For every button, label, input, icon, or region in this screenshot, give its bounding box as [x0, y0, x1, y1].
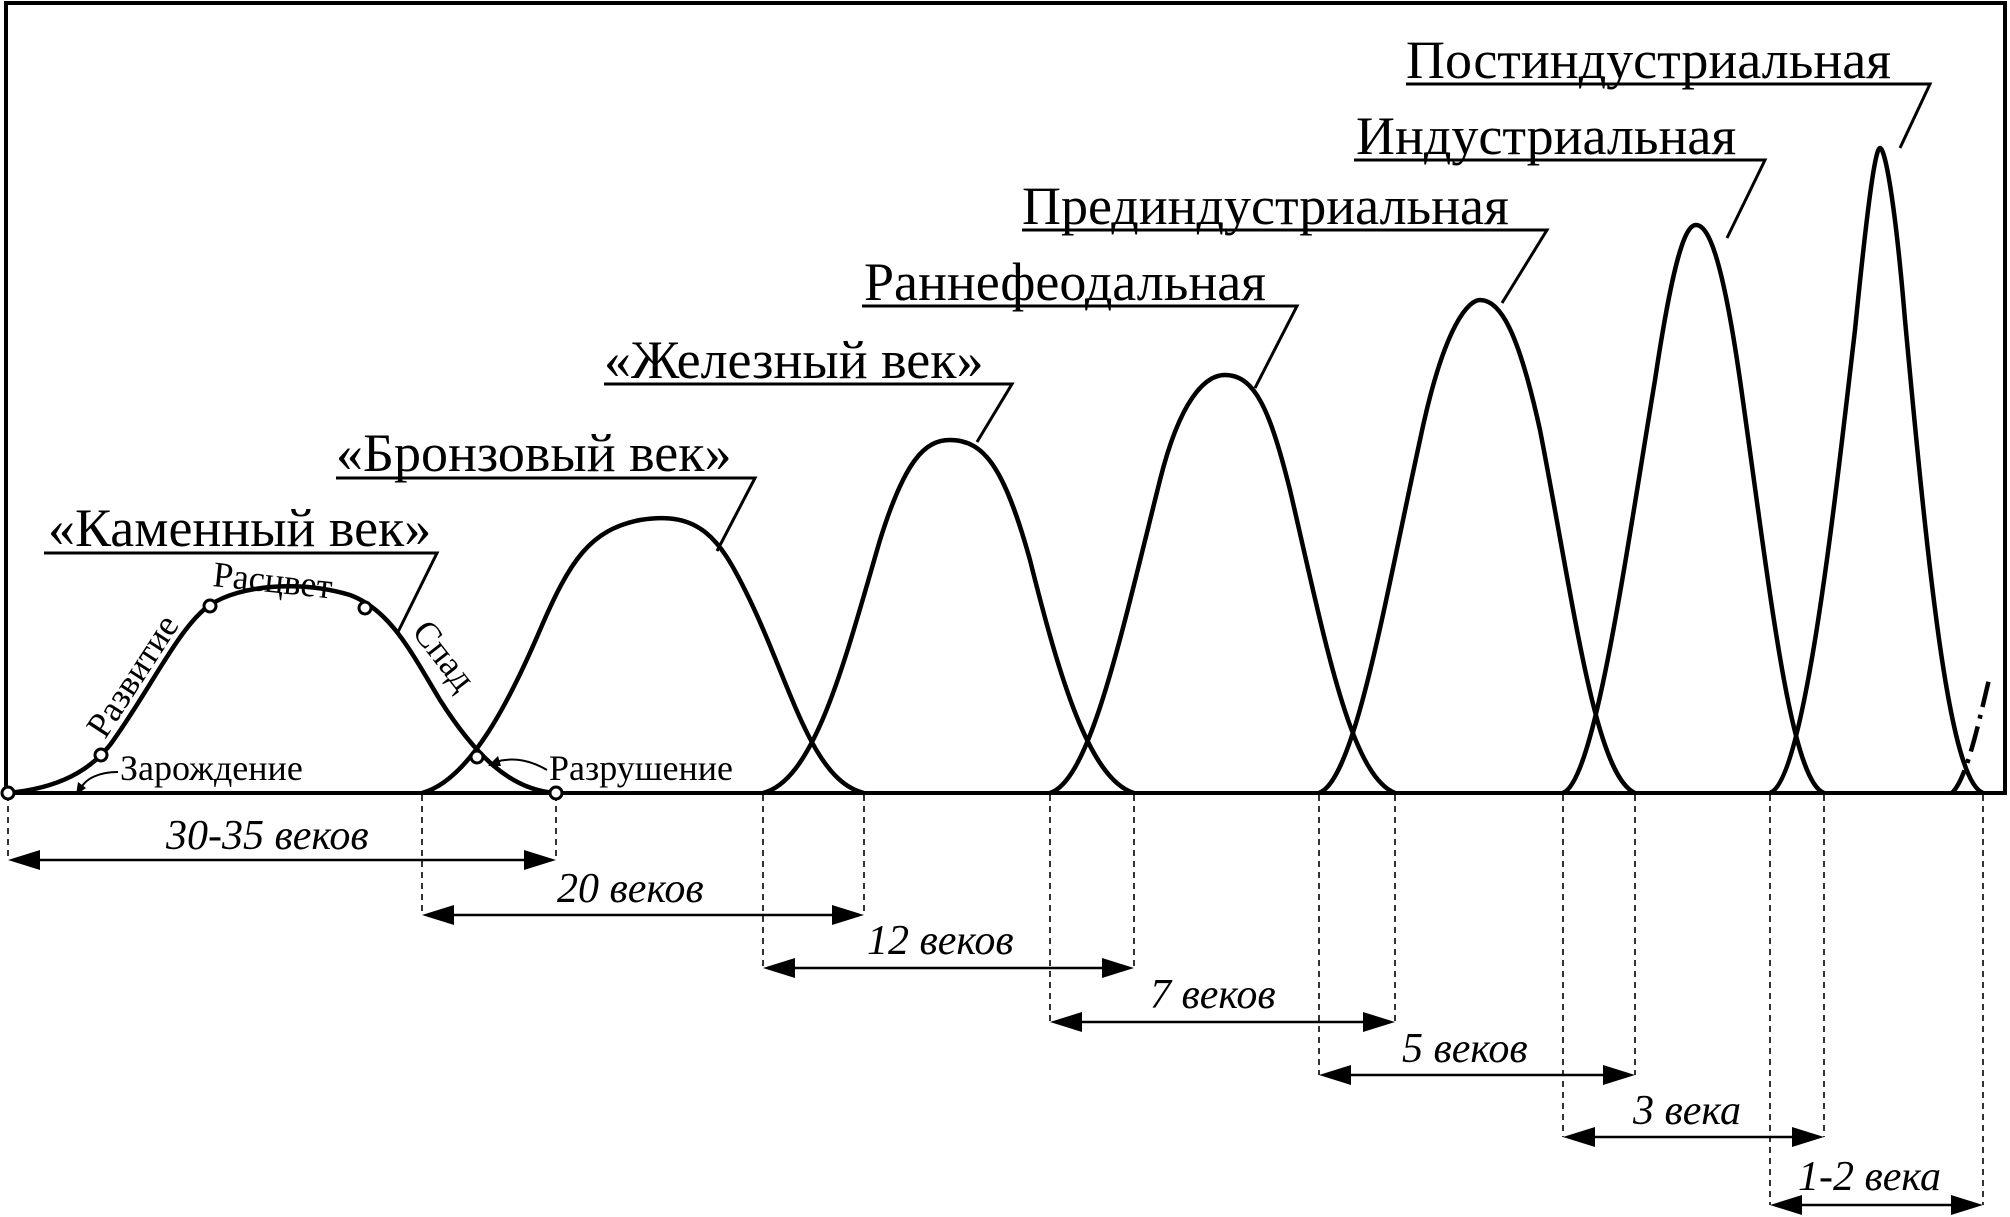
duration-label-4: 5 веков	[1402, 1026, 1528, 1072]
era-curves	[7, 145, 1993, 796]
era-labels: «Каменный век» «Бронзовый век» «Железный…	[48, 30, 1891, 558]
phase-label-decline: Спад	[405, 612, 484, 698]
phase-label-flourishing: Расцвет	[211, 554, 335, 606]
duration-label-2: 12 веков	[867, 918, 1014, 964]
era-label-preindustrial: Прединдустриальная	[1022, 176, 1509, 236]
era-label-stone-age: «Каменный век»	[48, 498, 431, 558]
phase-label-destruction: Разрушение	[549, 748, 733, 788]
duration-arrow-6	[1770, 1195, 1983, 1215]
curve-postindustrial	[1768, 145, 1985, 796]
duration-arrow-1	[422, 905, 864, 925]
curve-industrial	[1561, 222, 1826, 796]
phase-points	[0, 598, 564, 801]
era-label-postindustrial: Постиндустриальная	[1406, 30, 1891, 90]
leader-lines	[44, 82, 1933, 633]
duration-arrow-0	[8, 850, 556, 870]
era-label-bronze-age: «Бронзовый век»	[336, 423, 731, 483]
curve-preindustrial	[1317, 297, 1637, 796]
era-label-industrial: Индустриальная	[1356, 106, 1736, 166]
duration-label-5: 3 века	[1632, 1088, 1741, 1134]
curve-early-feudal	[1049, 372, 1396, 796]
duration-label-1: 20 веков	[557, 866, 704, 912]
phase-label-origin: Зарождение	[120, 748, 303, 788]
duration-arrows	[8, 850, 1983, 1215]
phase-labels: Зарождение Развитие Расцвет Спад Разруше…	[78, 554, 733, 788]
curve-bronze-age	[421, 515, 865, 796]
duration-arrow-5	[1563, 1127, 1824, 1147]
duration-arrow-2	[763, 958, 1134, 978]
duration-label-6: 1-2 века	[1798, 1154, 1941, 1200]
era-label-early-feudal: Раннефеодальная	[864, 252, 1266, 312]
duration-label-0: 30-35 веков	[165, 813, 369, 859]
duration-label-3: 7 веков	[1150, 972, 1276, 1018]
curve-iron-age	[762, 437, 1135, 796]
duration-arrow-3	[1050, 1012, 1395, 1032]
origin-pointer	[79, 771, 119, 791]
curve-stone-age	[7, 584, 557, 796]
phase-label-development: Развитие	[78, 607, 186, 744]
vertical-guides	[7, 795, 1984, 1205]
duration-labels: 30-35 веков 20 веков 12 веков 7 веков 5 …	[165, 813, 1941, 1200]
era-label-iron-age: «Железный век»	[604, 330, 983, 390]
curve-next-dashdot	[1950, 674, 1993, 795]
duration-arrow-4	[1319, 1065, 1635, 1085]
destruction-pointer	[494, 758, 548, 771]
